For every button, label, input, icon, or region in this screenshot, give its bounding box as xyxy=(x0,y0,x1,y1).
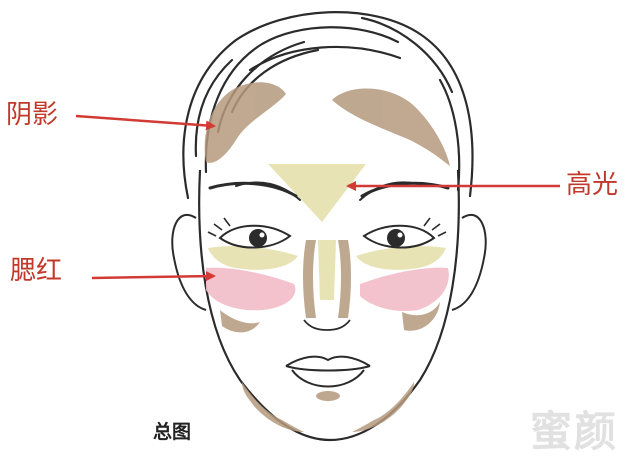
highlight-nose xyxy=(318,240,336,300)
shadow-nose-left xyxy=(303,240,316,318)
shadow-jaw-right xyxy=(352,382,414,432)
eye-left xyxy=(207,217,292,249)
shadow-chin xyxy=(316,391,340,401)
arrow-shadow xyxy=(75,114,216,131)
arrow-blush xyxy=(91,271,216,282)
face-outline xyxy=(198,169,460,442)
shadow-cheek-left xyxy=(220,310,260,333)
blush-right xyxy=(360,267,449,312)
blush-regions xyxy=(206,267,449,312)
highlight-undereye-left xyxy=(208,246,298,270)
shadow-jaw-left xyxy=(242,382,304,432)
label-blush: 腮红 xyxy=(10,256,63,286)
lips xyxy=(285,355,371,388)
highlight-regions xyxy=(208,164,446,300)
shadow-regions xyxy=(204,82,450,432)
nose xyxy=(303,319,351,331)
shadow-temple-right xyxy=(332,88,450,166)
eye-right xyxy=(362,217,447,249)
shadow-temple-left xyxy=(204,82,286,163)
watermark: 蜜颜 xyxy=(530,407,619,456)
ears xyxy=(171,213,487,311)
shadow-nose-right xyxy=(338,240,351,318)
blush-left xyxy=(206,267,296,311)
highlight-undereye-right xyxy=(356,246,446,270)
label-shadow: 阴影 xyxy=(6,100,59,130)
shadow-cheek-right xyxy=(402,302,440,331)
label-highlight: 高光 xyxy=(566,170,619,200)
highlight-forehead xyxy=(268,164,366,222)
arrows xyxy=(75,114,560,282)
figure-caption: 总图 xyxy=(153,421,192,443)
